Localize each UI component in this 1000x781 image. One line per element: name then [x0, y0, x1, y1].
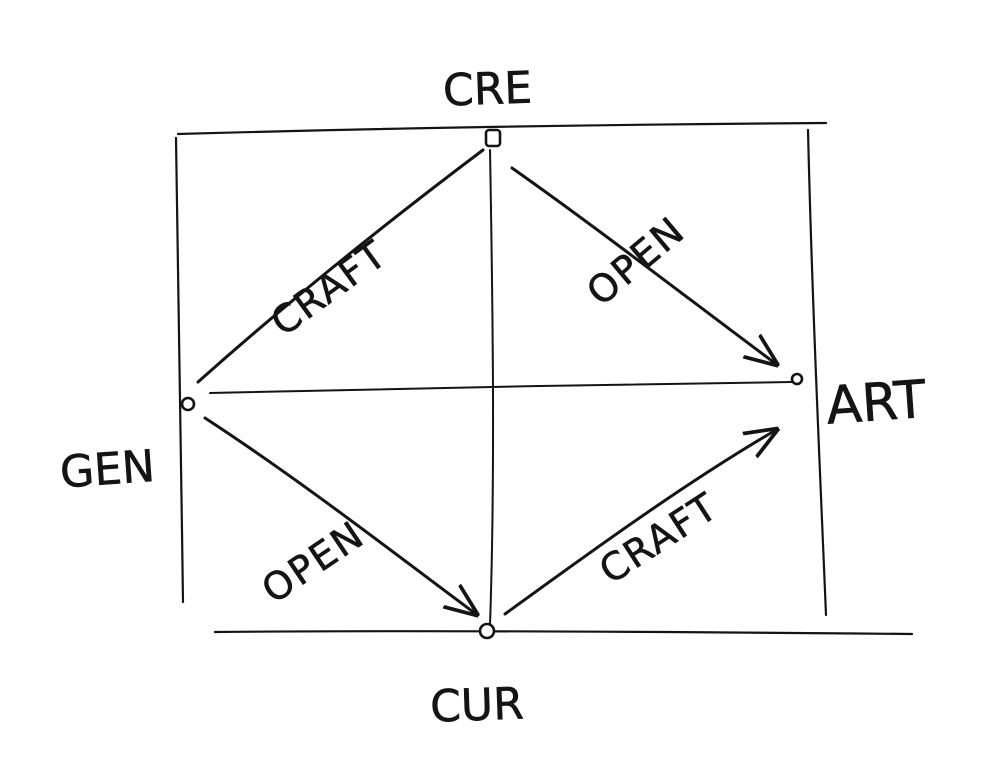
edge-cur-art	[503, 430, 776, 616]
frame-bottom-line	[213, 630, 914, 636]
frame-left-line	[174, 136, 185, 604]
frame-right-line	[806, 128, 828, 617]
edges	[196, 148, 776, 616]
edge-label-cre-art: OPEN	[578, 208, 693, 315]
frame	[174, 121, 914, 636]
node-label-cur: CUR	[429, 678, 524, 732]
node-gen-marker	[180, 396, 196, 412]
node-label-gen: GEN	[58, 441, 156, 498]
nodes	[180, 128, 804, 640]
frame-top-line	[176, 121, 828, 136]
edge-labels: CRAFT OPEN OPEN CRAFT	[254, 208, 727, 613]
edge-label-gen-cre: CRAFT	[263, 231, 395, 344]
node-label-cre: CRE	[442, 63, 533, 117]
vertical-guide	[489, 149, 495, 626]
node-cre-marker	[484, 128, 502, 148]
edge-label-gen-cur: OPEN	[254, 512, 373, 612]
guide-lines	[209, 149, 793, 626]
edge-gen-cre	[196, 148, 485, 384]
edge-gen-cur	[203, 416, 476, 614]
node-labels: CRE GEN ART CUR	[58, 62, 928, 733]
node-art-marker	[790, 372, 804, 386]
edge-cre-art	[510, 166, 776, 364]
horizontal-guide	[209, 381, 793, 394]
node-label-art: ART	[824, 370, 928, 437]
node-cur-marker	[478, 622, 496, 640]
